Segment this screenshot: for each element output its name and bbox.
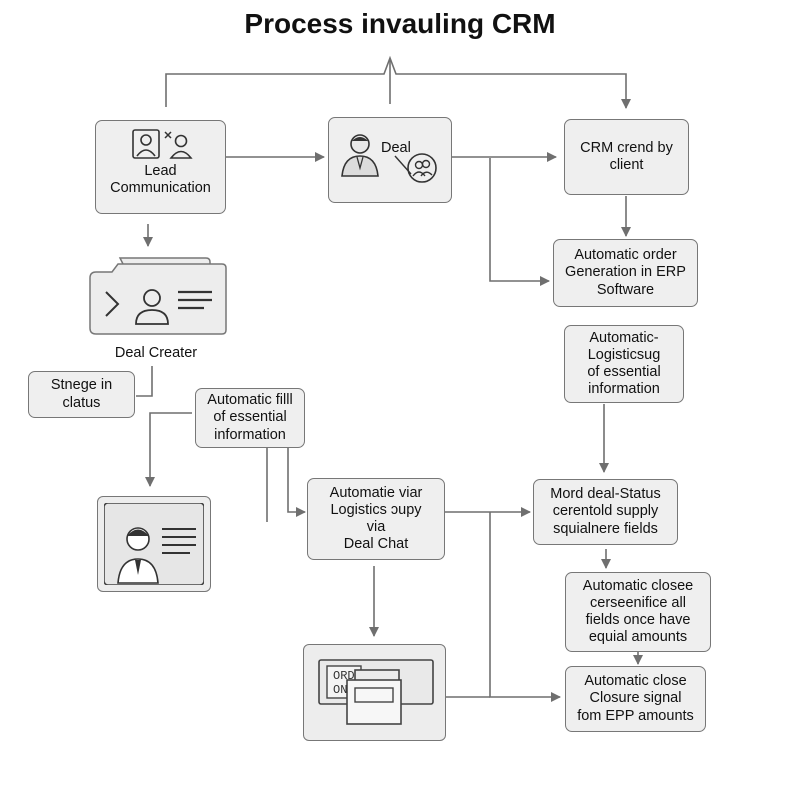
node-deal-creater-label: Deal Creater: [114, 345, 198, 361]
users-icon: [164, 131, 193, 159]
node-auto-closee: Automatic closee cerseenifice all fields…: [565, 572, 711, 652]
node-auto-order: Automatic order Generation in ERP Softwa…: [553, 239, 698, 307]
handshake-icon: [394, 153, 437, 183]
order-document-icon: [318, 659, 434, 725]
node-auto-logistics: Automatic- Logisticsug of essential info…: [564, 325, 684, 403]
connector-deal-order: [489, 158, 550, 286]
node-stage-status: Stnege in clatus: [28, 371, 135, 418]
node-auto-fill: Automatic filll of essential information: [195, 388, 305, 448]
node-auto-via-deal-chat: Automatie viar Logistics ɔupy via Deal C…: [307, 478, 445, 560]
node-lead-communication: Lead Communication: [95, 120, 226, 214]
profile-card: [97, 496, 211, 592]
node-deal-label: Deal: [381, 140, 411, 156]
node-lead-label: Lead Communication: [110, 162, 211, 196]
person-icon: [341, 134, 379, 177]
node-auto-close: Automatic close Closure signal fom EPP a…: [565, 666, 706, 732]
connector-top-loop: [165, 55, 631, 109]
contact-card-icon: [89, 257, 227, 335]
profile-card-icon: [104, 503, 204, 585]
node-mord-deal-status: Mord deal-Status cerentold supply squial…: [533, 479, 678, 545]
diagram-title: Process invauling CRM: [244, 8, 556, 39]
node-deal: Deal: [328, 117, 452, 203]
connector-fill-profile: [145, 412, 192, 487]
person-icon: [132, 129, 160, 159]
node-crm-client: CRM crend by client: [564, 119, 689, 195]
connector-creater-stage: [136, 366, 153, 397]
order-document-card: ORD ON: [303, 644, 446, 741]
order-document-text: ORD ON: [333, 669, 355, 697]
connector-fill-down-b: [287, 448, 306, 517]
